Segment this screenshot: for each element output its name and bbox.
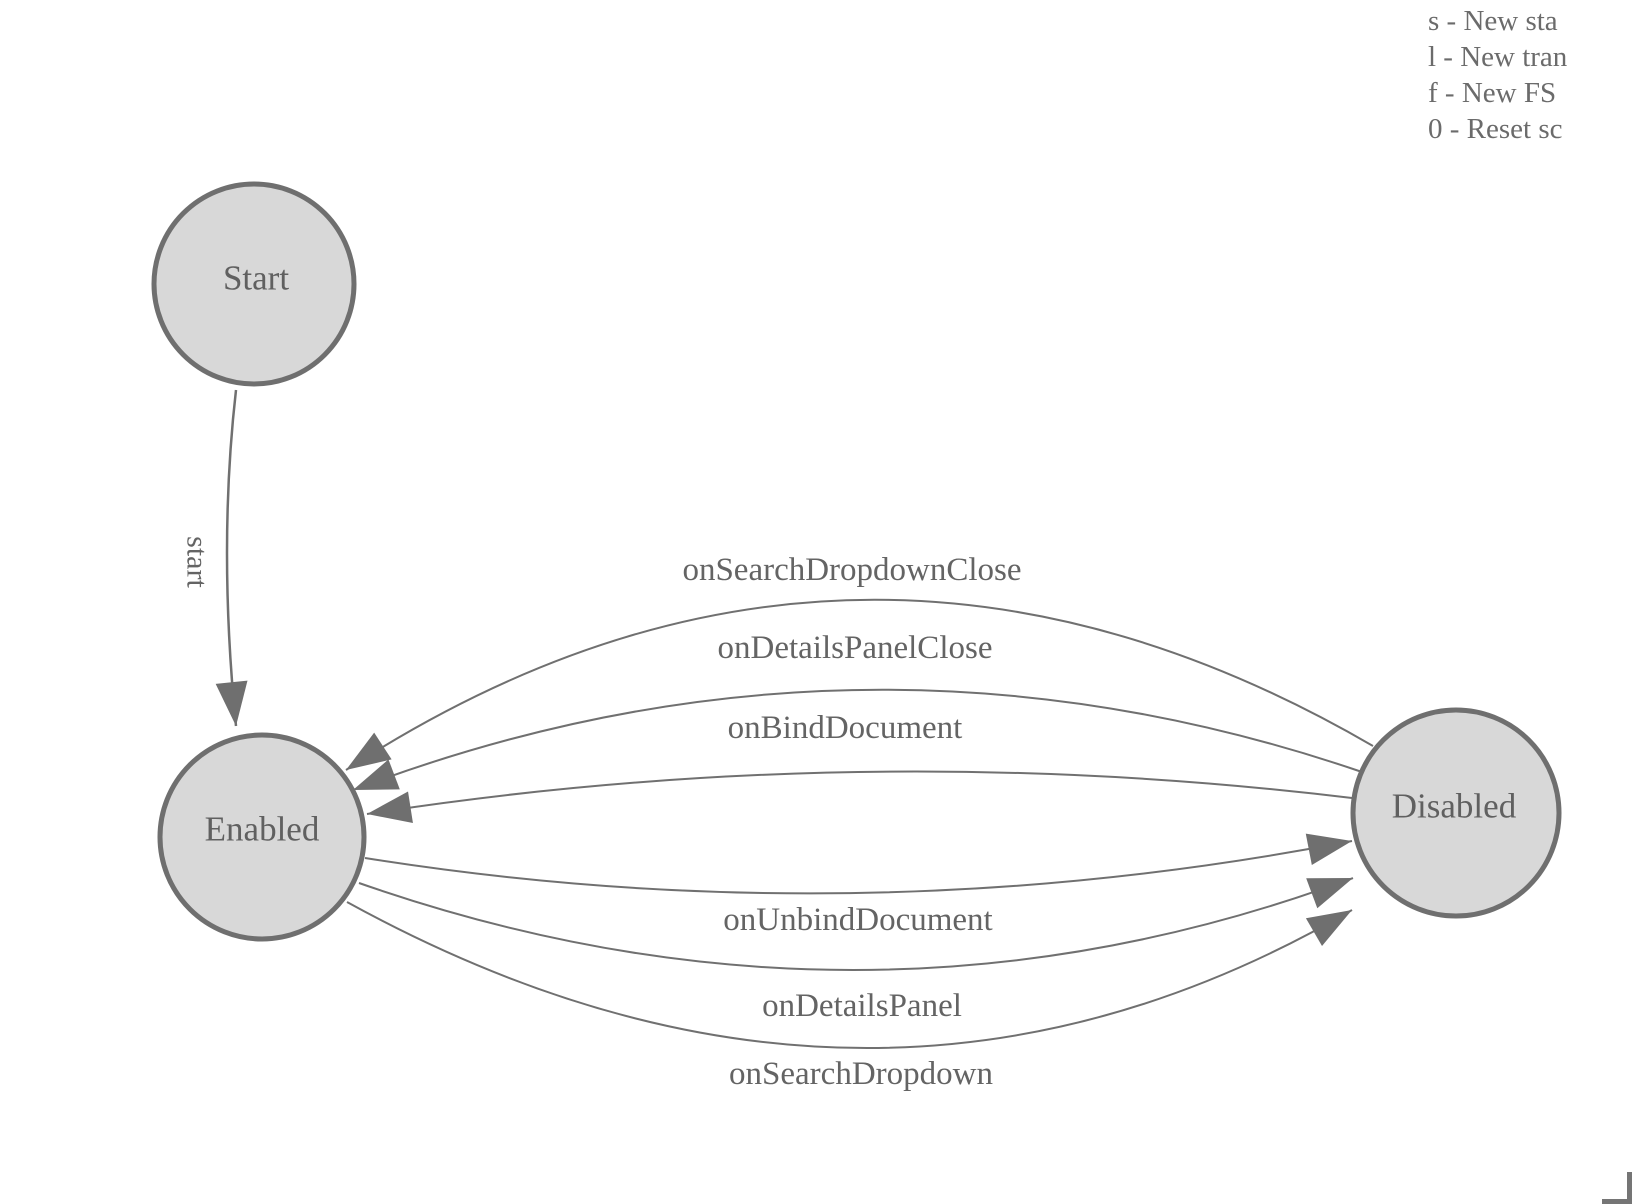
state-node-disabled[interactable]: Disabled [1350,707,1562,919]
state-circle-start[interactable] [151,181,357,387]
transition-labels: start onSearchDropdownClose onDetailsPan… [181,536,1022,1092]
shortcut-line-new-state: s - New sta [1428,5,1558,37]
transition-label-onUnbindDocument[interactable]: onUnbindDocument [723,902,992,938]
shortcuts-legend: s - New sta l - New tran f - New FS 0 - … [1428,3,1632,147]
state-node-start[interactable]: Start [151,181,357,387]
transition-edge-onSearchDropdownClose[interactable] [345,598,1374,771]
transition-label-start[interactable]: start [181,536,214,588]
shortcut-line-new-fsm: f - New FS [1428,77,1557,109]
state-circle-enabled[interactable] [157,732,367,942]
transition-label-onDetailsPanelClose[interactable]: onDetailsPanelClose [718,630,993,666]
shortcut-line-new-transition: l - New tran [1428,41,1568,73]
transition-edge-onBindDocument[interactable] [366,770,1353,824]
transition-edge-onUnbindDocument[interactable] [364,833,1353,895]
state-label-start: Start [223,259,289,298]
clipped-rectangle-corner [1602,1172,1632,1204]
transition-edges [215,389,1374,1049]
transition-label-onDetailsPanel[interactable]: onDetailsPanel [762,988,962,1024]
state-circle-disabled[interactable] [1350,707,1562,919]
state-label-enabled: Enabled [205,810,320,849]
corner-vertical-bar [1627,1172,1632,1204]
transition-label-onSearchDropdown[interactable]: onSearchDropdown [729,1056,993,1092]
corner-horizontal-bar [1602,1199,1632,1204]
transition-edge-onDetailsPanelClose[interactable] [352,688,1363,791]
shortcut-line-reset-scale: 0 - Reset sc [1428,113,1563,145]
transition-edge-onSearchDropdown[interactable] [346,901,1353,1049]
transition-edge-start[interactable] [215,389,248,727]
transition-label-onSearchDropdownClose[interactable]: onSearchDropdownClose [682,552,1021,588]
state-label-disabled: Disabled [1392,787,1517,826]
transition-edge-onDetailsPanel[interactable] [358,877,1354,971]
transition-label-onBindDocument[interactable]: onBindDocument [728,710,963,746]
state-node-enabled[interactable]: Enabled [157,732,367,942]
